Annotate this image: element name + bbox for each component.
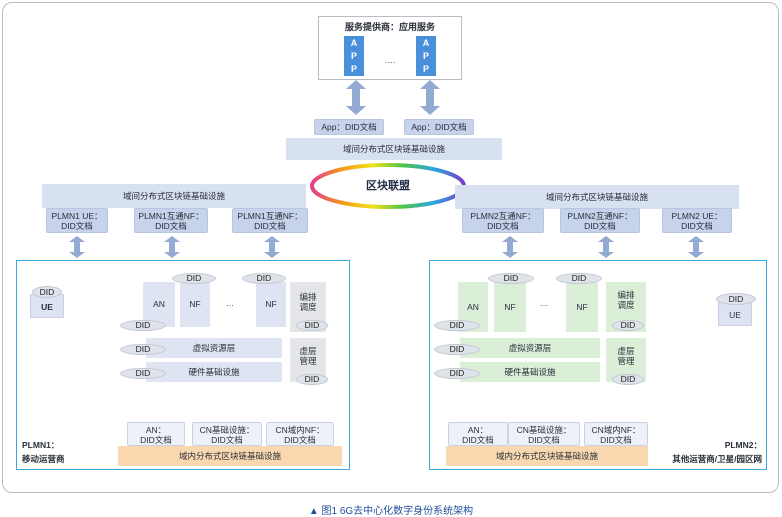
- did-badge: DID: [434, 344, 480, 355]
- plmn2-nf-ellipsis: …: [539, 298, 549, 308]
- did-badge: DID: [434, 320, 480, 331]
- figure-caption: ▲ 图1 6G去中心化数字身份系统架构: [308, 506, 474, 517]
- ue-label: UE: [41, 302, 53, 312]
- plmn2-nf-did-chip[interactable]: PLMN2互通NF： DID文档: [462, 208, 544, 233]
- plmn2-hardware-layer[interactable]: 硬件基础设施: [460, 362, 600, 382]
- plmn2-cn-infra-did-chip[interactable]: CN基础设施： DID文档: [508, 422, 580, 446]
- app-letter: P: [350, 64, 357, 74]
- inter-domain-bar-left: 域间分布式区块链基础设施: [42, 184, 306, 208]
- plmn2-nf-box[interactable]: NF: [494, 282, 526, 332]
- service-provider-box: [318, 16, 462, 80]
- inter-domain-bar-right: 域间分布式区块链基础设施: [455, 185, 739, 209]
- did-badge: DID: [32, 286, 62, 298]
- plmn1-ue-box[interactable]: UE: [30, 294, 64, 318]
- plmn1-cn-infra-did-chip[interactable]: CN基础设施： DID文档: [192, 422, 262, 446]
- did-badge: DID: [716, 293, 756, 305]
- blockchain-alliance-label: 区块联盟: [366, 180, 410, 192]
- app-ellipsis: ….: [384, 55, 396, 65]
- plmn2-label-name: PLMN2：: [724, 440, 762, 450]
- did-badge: DID: [434, 368, 480, 379]
- plmn2-ue-did-chip[interactable]: PLMN2 UE： DID文档: [662, 208, 732, 233]
- plmn2-ue-box[interactable]: UE: [718, 302, 752, 326]
- plmn1-label-name: PLMN1：: [22, 440, 60, 450]
- plmn1-ue-did-chip[interactable]: PLMN1 UE： DID文档: [46, 208, 108, 233]
- app-block-right[interactable]: A P P: [416, 36, 436, 76]
- plmn1-nf-did-chip[interactable]: PLMN1互通NF： DID文档: [134, 208, 208, 233]
- plmn1-an-did-chip[interactable]: AN： DID文档: [127, 422, 185, 446]
- plmn1-virtual-layer[interactable]: 虚拟资源层: [146, 338, 282, 358]
- app-letter: A: [422, 38, 430, 48]
- plmn1-label-type: 移动运营商: [22, 454, 65, 464]
- double-arrow-icon: [346, 80, 440, 115]
- plmn1-nf-box[interactable]: NF: [180, 282, 210, 327]
- did-badge: DID: [172, 273, 216, 284]
- plmn2-nf-box[interactable]: NF: [566, 282, 598, 332]
- plmn2-intra-domain-bar: 域内分布式区块链基础设施: [446, 446, 648, 466]
- inter-domain-bar-top: 域间分布式区块链基础设施: [286, 138, 502, 160]
- did-badge: DID: [120, 368, 166, 379]
- did-badge: DID: [296, 320, 328, 331]
- plmn2-virtual-layer[interactable]: 虚拟资源层: [460, 338, 600, 358]
- app-block-left[interactable]: A P P: [344, 36, 364, 76]
- did-badge: DID: [120, 344, 166, 355]
- plmn1-cn-nf-did-chip[interactable]: CN域内NF： DID文档: [266, 422, 334, 446]
- plmn2-label-type: 其他运营商/卫星/园区网: [672, 454, 762, 464]
- plmn1-intra-domain-bar: 域内分布式区块链基础设施: [118, 446, 342, 466]
- did-badge: DID: [612, 374, 644, 385]
- double-arrow-icon: [69, 236, 704, 258]
- ue-label: UE: [729, 310, 741, 320]
- plmn1-nf-did-chip[interactable]: PLMN1互通NF： DID文档: [232, 208, 308, 233]
- did-badge: DID: [296, 374, 328, 385]
- app-letter: P: [422, 51, 429, 61]
- app-letter: P: [350, 51, 357, 61]
- did-badge: DID: [120, 320, 166, 331]
- plmn2-nf-did-chip[interactable]: PLMN2互通NF： DID文档: [560, 208, 640, 233]
- plmn1-nf-box[interactable]: NF: [256, 282, 286, 327]
- did-badge: DID: [242, 273, 286, 284]
- plmn2-cn-nf-did-chip[interactable]: CN域内NF： DID文档: [584, 422, 648, 446]
- did-badge: DID: [488, 273, 534, 284]
- app-did-doc-right[interactable]: App：DID文档: [404, 119, 474, 135]
- plmn2-an-did-chip[interactable]: AN： DID文档: [448, 422, 508, 446]
- app-did-doc-left[interactable]: App：DID文档: [314, 119, 384, 135]
- app-letter: P: [422, 64, 429, 74]
- plmn1-an-box[interactable]: AN: [143, 282, 175, 327]
- service-provider-title: 服务提供商：应用服务: [344, 22, 435, 32]
- did-badge: DID: [612, 320, 644, 331]
- plmn1-hardware-layer[interactable]: 硬件基础设施: [146, 362, 282, 382]
- app-letter: A: [350, 38, 358, 48]
- did-badge: DID: [556, 273, 602, 284]
- plmn1-nf-ellipsis: …: [225, 298, 235, 308]
